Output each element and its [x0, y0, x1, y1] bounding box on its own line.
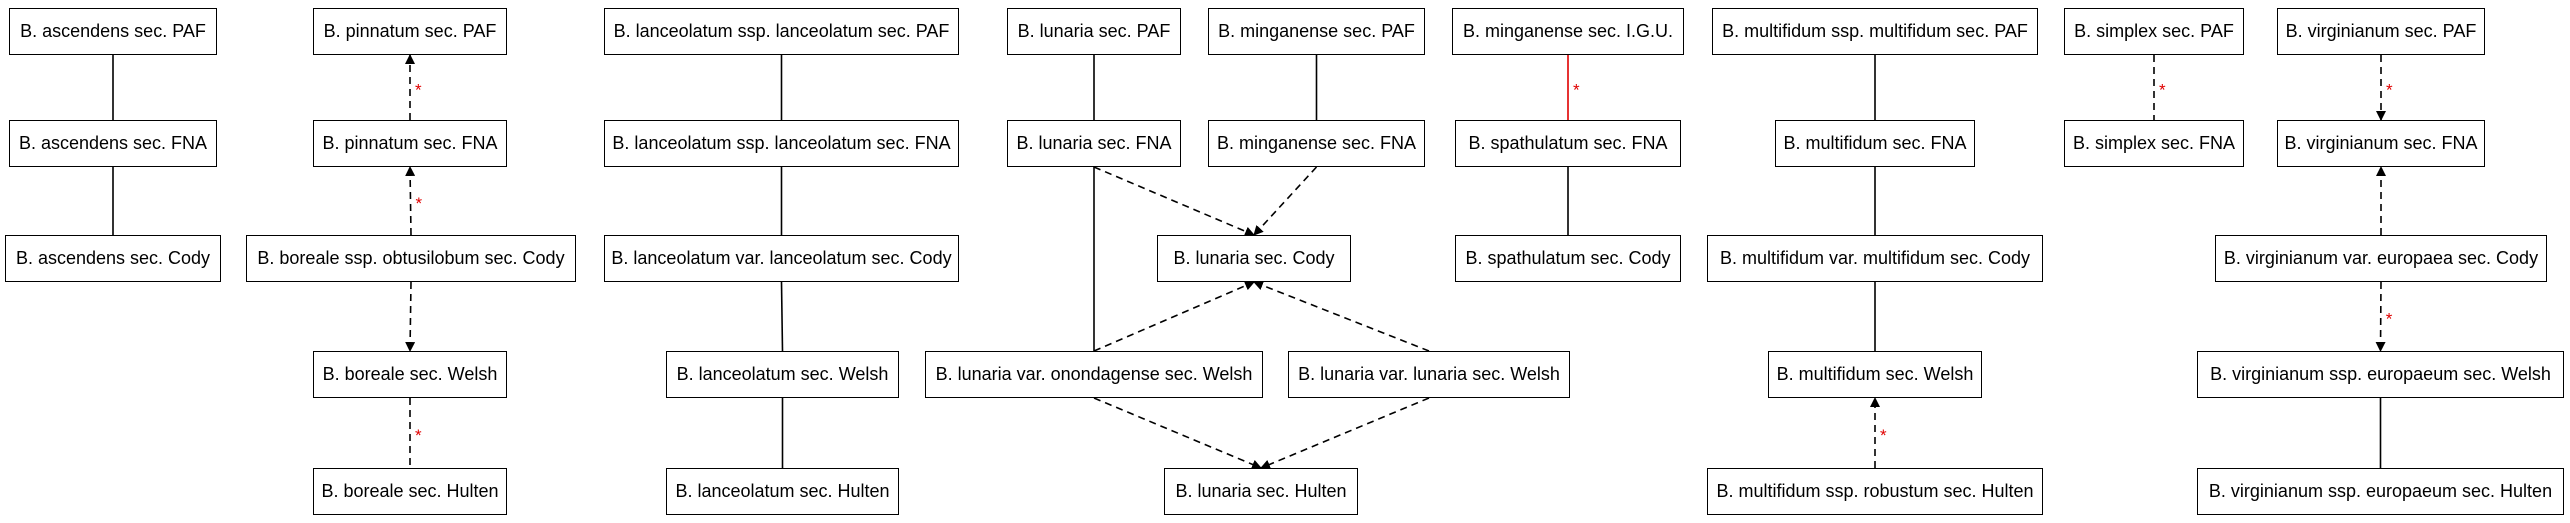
node-virginianum-europaeum-hulten: B. virginianum ssp. europaeum sec. Hulte… [2197, 468, 2564, 515]
node-boreale-welsh: B. boreale sec. Welsh [313, 351, 507, 398]
node-minganense-igu: B. minganense sec. I.G.U. [1452, 8, 1684, 55]
node-lanceolatum-cody: B. lanceolatum var. lanceolatum sec. Cod… [604, 235, 959, 282]
edge-marker: * [2159, 81, 2166, 100]
node-lunaria-paf: B. lunaria sec. PAF [1007, 8, 1181, 55]
node-boreale-obtusilobum-cody: B. boreale ssp. obtusilobum sec. Cody [246, 235, 576, 282]
edge-lun_lun_welsh-lun_cody [1253, 280, 1430, 352]
node-multifidum-cody: B. multifidum var. multifidum sec. Cody [1707, 235, 2043, 282]
edge-bor_obt_cody-bor_welsh [405, 281, 416, 352]
node-multifidum-paf: B. multifidum ssp. multifidum sec. PAF [1712, 8, 2038, 55]
edge-vir_eur_cody-vir_eur_welsh [2375, 281, 2386, 352]
edge-lun_lun_welsh-lun_hulten [1260, 397, 1430, 470]
node-lanceolatum-fna: B. lanceolatum ssp. lanceolatum sec. FNA [604, 120, 959, 167]
node-lunaria-onondagense-welsh: B. lunaria var. onondagense sec. Welsh [925, 351, 1263, 398]
node-lunaria-lunaria-welsh: B. lunaria var. lunaria sec. Welsh [1288, 351, 1570, 398]
edge-marker: * [1573, 81, 1580, 100]
node-ascendens-paf: B. ascendens sec. PAF [9, 8, 217, 55]
node-ascendens-cody: B. ascendens sec. Cody [5, 235, 221, 282]
edge-lun_ono_welsh-lun_cody [1093, 280, 1255, 352]
edge-marker: * [415, 426, 422, 445]
node-pinnatum-paf: B. pinnatum sec. PAF [313, 8, 507, 55]
node-spathulatum-cody: B. spathulatum sec. Cody [1455, 235, 1681, 282]
edge-marker: * [2386, 310, 2393, 329]
node-lunaria-cody: B. lunaria sec. Cody [1157, 235, 1351, 282]
node-simplex-paf: B. simplex sec. PAF [2064, 8, 2244, 55]
node-virginianum-europaea-cody: B. virginianum var. europaea sec. Cody [2215, 235, 2547, 282]
node-lunaria-hulten: B. lunaria sec. Hulten [1164, 468, 1358, 515]
edge-lan_cody-lan_welsh [780, 281, 784, 352]
node-lanceolatum-paf: B. lanceolatum ssp. lanceolatum sec. PAF [604, 8, 959, 55]
edge-marker: * [415, 81, 422, 100]
node-boreale-hulten: B. boreale sec. Hulten [313, 468, 507, 515]
node-minganense-paf: B. minganense sec. PAF [1208, 8, 1425, 55]
edge-marker: * [416, 194, 423, 213]
node-ascendens-fna: B. ascendens sec. FNA [9, 120, 217, 167]
node-minganense-fna: B. minganense sec. FNA [1208, 120, 1425, 167]
node-simplex-fna: B. simplex sec. FNA [2064, 120, 2244, 167]
edge-min_fna-lun_cody [1253, 166, 1318, 236]
node-pinnatum-fna: B. pinnatum sec. FNA [313, 120, 507, 167]
edge-marker: * [2386, 81, 2393, 100]
edge-marker: * [1880, 426, 1887, 445]
node-spathulatum-fna: B. spathulatum sec. FNA [1455, 120, 1681, 167]
edge-lun_ono_welsh-lun_hulten [1093, 397, 1262, 470]
node-virginianum-fna: B. virginianum sec. FNA [2277, 120, 2485, 167]
node-virginianum-paf: B. virginianum sec. PAF [2277, 8, 2485, 55]
node-multifidum-fna: B. multifidum sec. FNA [1775, 120, 1975, 167]
edge-lun_fna-lun_cody [1093, 166, 1255, 237]
node-lanceolatum-hulten: B. lanceolatum sec. Hulten [666, 468, 899, 515]
node-multifidum-welsh: B. multifidum sec. Welsh [1768, 351, 1982, 398]
node-multifidum-robustum-hulten: B. multifidum ssp. robustum sec. Hulten [1707, 468, 2043, 515]
node-lunaria-fna: B. lunaria sec. FNA [1007, 120, 1181, 167]
node-virginianum-europaeum-welsh: B. virginianum ssp. europaeum sec. Welsh [2197, 351, 2564, 398]
node-lanceolatum-welsh: B. lanceolatum sec. Welsh [666, 351, 899, 398]
edge-bor_obt_cody-pin_fna [405, 166, 416, 236]
